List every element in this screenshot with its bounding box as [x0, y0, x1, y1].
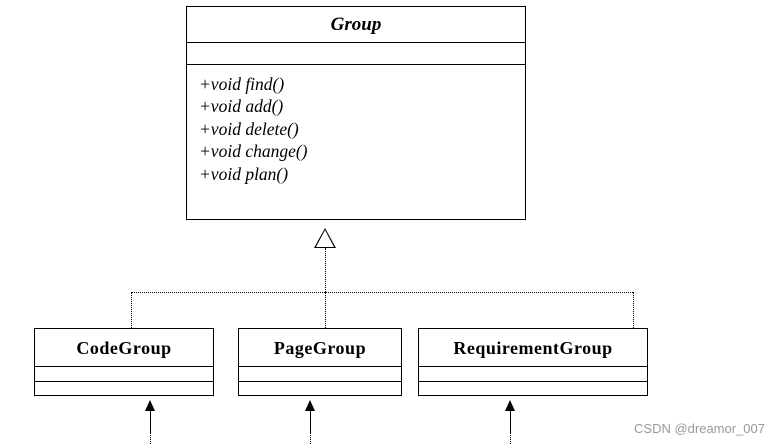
- arrow-shaft-codegroup: [150, 411, 151, 432]
- arrow-shaft-dotted-requirementgroup: [510, 432, 511, 444]
- class-name-codegroup: CodeGroup: [35, 329, 213, 367]
- class-operations-requirementgroup: [419, 382, 647, 396]
- class-attributes-requirementgroup: [419, 367, 647, 382]
- generalization-drop-requirement: [633, 292, 634, 328]
- operation-plan: +void plan(): [199, 163, 289, 184]
- operation-delete: +void delete(): [199, 118, 299, 139]
- class-attributes-group: [187, 43, 525, 65]
- operation-add: +void add(): [199, 96, 284, 116]
- class-operations-pagegroup: [239, 382, 401, 396]
- class-operations-codegroup: [35, 382, 213, 396]
- class-attributes-pagegroup: [239, 367, 401, 382]
- operation-change: +void change(): [199, 141, 308, 161]
- class-name-requirementgroup: RequirementGroup: [419, 329, 647, 367]
- generalization-drop-code: [131, 292, 132, 328]
- generalization-drop-page: [325, 292, 326, 328]
- class-name-group: Group: [187, 7, 525, 43]
- watermark-text: CSDN @dreamor_007: [634, 421, 765, 436]
- arrow-shaft-dotted-pagegroup: [310, 432, 311, 444]
- generalization-stem: [325, 248, 326, 292]
- arrow-shaft-pagegroup: [310, 411, 311, 432]
- class-name-pagegroup: PageGroup: [239, 329, 401, 367]
- uml-class-pagegroup: PageGroup: [238, 328, 402, 396]
- arrow-up-icon-codegroup: [145, 400, 155, 411]
- class-operations-group: +void find() +void add() +void delete() …: [187, 65, 525, 186]
- arrow-up-icon-requirementgroup: [505, 400, 515, 411]
- arrow-up-icon-pagegroup: [305, 400, 315, 411]
- arrow-shaft-requirementgroup: [510, 411, 511, 432]
- operation-find: +void find(): [199, 73, 285, 94]
- uml-class-codegroup: CodeGroup: [34, 328, 214, 396]
- uml-class-group: Group +void find() +void add() +void del…: [186, 6, 526, 220]
- generalization-bus: [131, 292, 633, 293]
- arrow-shaft-dotted-codegroup: [150, 432, 151, 444]
- uml-class-requirementgroup: RequirementGroup: [418, 328, 648, 396]
- class-attributes-codegroup: [35, 367, 213, 382]
